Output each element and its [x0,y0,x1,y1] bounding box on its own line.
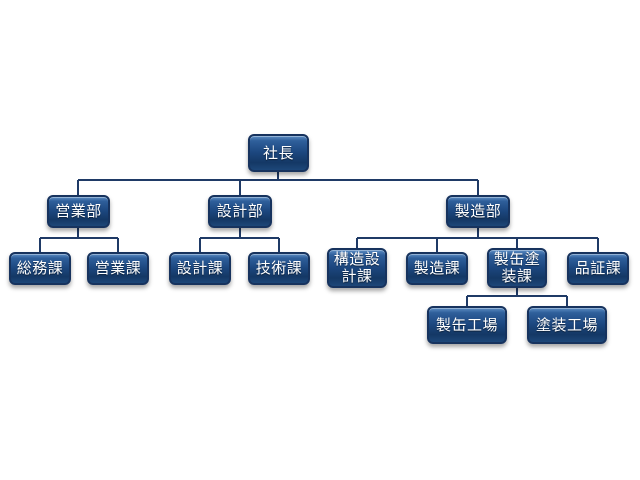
node-manufacturing-section-label: 製造課 [413,259,461,277]
node-coating-factory-label: 塗装工場 [535,315,598,334]
node-general-affairs-section-label: 総務課 [16,259,64,277]
node-can-factory: 製缶工場 [427,306,507,344]
node-structural-design-section-label: 構造設 計課 [333,250,381,285]
node-structural-design-section: 構造設 計課 [327,248,387,288]
node-coating-factory: 塗装工場 [527,306,607,344]
node-quality-assurance-section-label: 品証課 [574,259,622,277]
node-manufacturing-section: 製造課 [406,252,468,285]
node-sales-department-label: 営業部 [55,202,102,220]
node-design-department: 設計部 [208,195,272,228]
node-president-label: 社長 [262,143,294,162]
node-can-factory-label: 製缶工場 [435,315,498,334]
node-can-coating-section-label: 製缶塗 装課 [493,250,541,285]
node-sales-section: 営業課 [87,252,149,285]
node-quality-assurance-section: 品証課 [567,252,629,285]
node-technology-section: 技術課 [248,252,310,285]
node-president: 社長 [248,134,309,172]
node-technology-section-label: 技術課 [255,259,303,277]
node-design-section-label: 設計課 [176,259,224,277]
node-sales-department: 営業部 [47,195,110,228]
node-design-section: 設計課 [169,252,231,285]
node-design-department-label: 設計部 [216,202,264,220]
node-general-affairs-section: 総務課 [9,252,71,285]
node-manufacturing-department-label: 製造部 [454,202,502,220]
node-sales-section-label: 営業課 [94,259,142,277]
node-can-coating-section: 製缶塗 装課 [487,248,547,288]
node-manufacturing-department: 製造部 [446,195,510,228]
